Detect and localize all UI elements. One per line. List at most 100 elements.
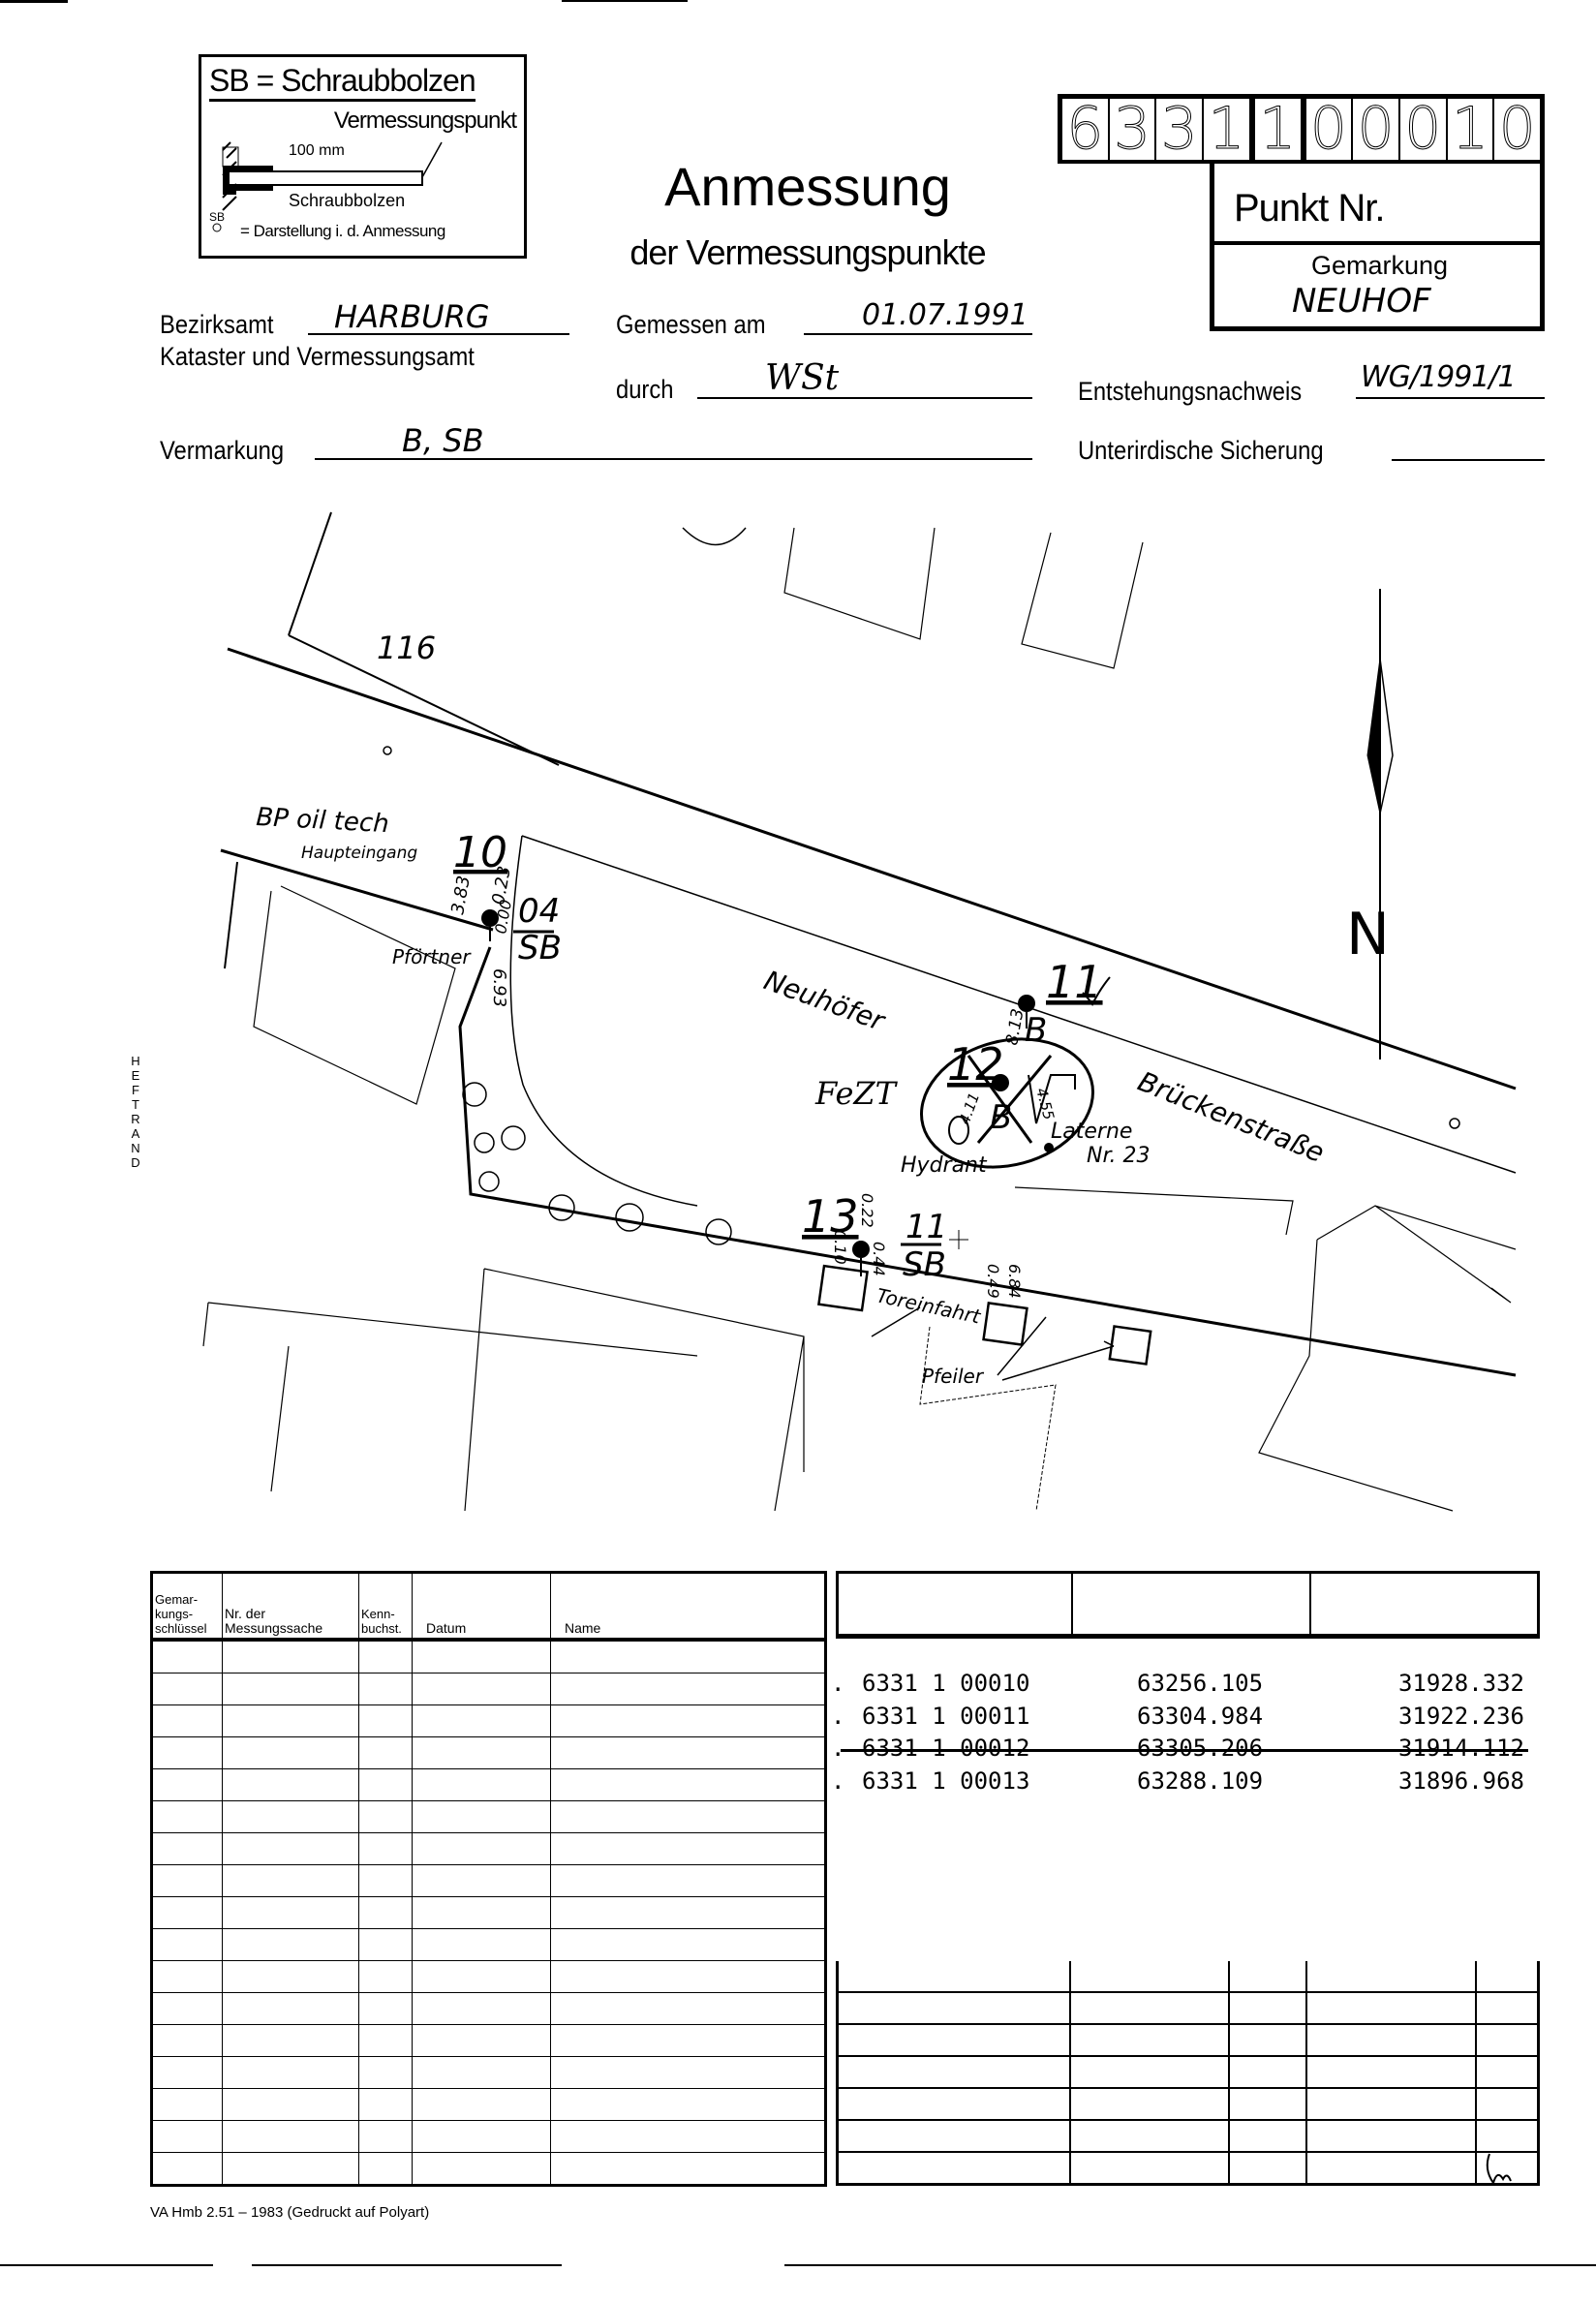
label-point-12: 12: [947, 1038, 1004, 1090]
table-cell: [358, 1832, 413, 1865]
entstehung-label: Entstehungsnachweis: [1078, 377, 1303, 406]
table-row: [151, 1832, 826, 1865]
table-cell: [151, 1896, 223, 1929]
grid-row: [836, 2087, 1540, 2121]
street-brueckenstrasse: Brückenstraße: [1133, 1065, 1329, 1169]
entstehung-value: WG/1991/1: [1361, 360, 1517, 394]
table-cell: [151, 2152, 223, 2186]
measurement-history-table: Gemar-kungs-schlüssel Nr. der Messungssa…: [150, 1571, 827, 2187]
table-cell: [358, 1928, 413, 1961]
bolt-diagram-icon: [212, 141, 443, 232]
table-cell: [550, 1704, 826, 1737]
table-cell: [412, 1800, 551, 1833]
point-id: 6331 1 00010: [862, 1670, 1030, 1697]
label-0-22: 0.22: [858, 1193, 876, 1228]
north-label: N: [1346, 901, 1390, 968]
table-cell: [358, 2056, 413, 2089]
page-title: Anmessung: [664, 156, 951, 217]
coordinate-grid: [836, 1961, 1540, 2186]
grid-cell: [836, 1991, 1071, 2025]
legend-point-label: Vermessungspunkt: [333, 107, 517, 134]
table-row: [151, 2152, 826, 2186]
table-cell: [358, 1800, 413, 1833]
table-cell: [358, 2088, 413, 2121]
table-cell: [222, 2056, 359, 2089]
grid-cell: [836, 1961, 1071, 1993]
digit: 0: [1306, 99, 1354, 160]
punkt-label: Punkt Nr.: [1234, 187, 1386, 230]
table-cell: [151, 1768, 223, 1801]
grid-cell: [1474, 2087, 1540, 2121]
table-cell: [222, 1928, 359, 1961]
label-6-93: 6.93: [489, 968, 509, 1007]
digit: 3: [1110, 99, 1157, 160]
table-cell: [550, 1928, 826, 1961]
table-cell: [222, 1639, 359, 1674]
table-cell: [412, 1928, 551, 1961]
table-cell: [412, 1673, 551, 1705]
coord-y: 31928.332: [1397, 1670, 1524, 1697]
label-pfeiler: Pfeiler: [922, 1365, 985, 1388]
table-cell: [151, 1864, 223, 1897]
table-row: [151, 1960, 826, 1993]
table-cell: [550, 1832, 826, 1865]
table-cell: [222, 2120, 359, 2153]
table-row: [151, 1800, 826, 1833]
col-gemarkungsschluessel: Gemar-kungs-schlüssel: [151, 1572, 223, 1642]
label-toreinfahrt: Toreinfahrt: [875, 1283, 984, 1328]
grid-cell: [1068, 1961, 1230, 1993]
digit: 0: [1353, 99, 1400, 160]
label-pfoertner: Pförtner: [392, 945, 472, 968]
grid-row: [836, 1961, 1540, 1993]
digit: 1: [1204, 99, 1255, 160]
label-entrance: Haupteingang: [301, 844, 417, 863]
grid-cell: [1304, 2087, 1477, 2121]
table-cell: [412, 2056, 551, 2089]
table-cell: [222, 1736, 359, 1769]
gemarkung-label: Gemarkung: [1310, 251, 1449, 280]
label-b-12: B: [990, 1098, 1012, 1137]
grid-cell: [1304, 2023, 1477, 2057]
table-cell: [550, 1800, 826, 1833]
grid-cell: [1068, 1991, 1230, 2025]
grid-cell: [1304, 1961, 1477, 1993]
grid-cell: [1304, 1991, 1477, 2025]
grid-cell: [1227, 1991, 1307, 2025]
street-neuhoefer: Neuhöfer: [760, 965, 890, 1038]
grid-row: [836, 2023, 1540, 2057]
digit: 0: [1400, 99, 1448, 160]
table-cell: [550, 2120, 826, 2153]
coord-y: 31914.112: [1397, 1735, 1524, 1762]
table-cell: [222, 1768, 359, 1801]
table-cell: [550, 2024, 826, 2057]
col-kennbuchstabe: Kenn-buchst.: [358, 1572, 413, 1642]
coord-x: 63305.206: [1137, 1735, 1264, 1762]
table-cell: [412, 1704, 551, 1737]
table-row: [151, 1673, 826, 1705]
point-id: 6331 1 00012: [862, 1735, 1030, 1762]
label-laterne: Laterne: [1051, 1120, 1132, 1144]
legend-title: SB = Schraubbolzen: [209, 63, 476, 102]
coord-y: 31896.968: [1397, 1766, 1524, 1795]
gemarkung-value: NEUHOF: [1292, 282, 1431, 321]
grid-cell: [836, 2151, 1071, 2186]
grid-cell: [1474, 2055, 1540, 2089]
label-0-49: 0.49: [984, 1264, 1002, 1299]
bezirksamt-label: Bezirksamt: [160, 310, 274, 339]
table-cell: [550, 2152, 826, 2186]
label-point-11-sb: 11: [905, 1208, 947, 1246]
table-cell: [222, 1704, 359, 1737]
table-cell: [412, 1896, 551, 1929]
point-number-box: 6 3 3 1 1 0 0 0 1 0: [1058, 94, 1545, 164]
label-b-11: B: [1025, 1011, 1047, 1050]
coord-y: 31922.236: [1397, 1702, 1524, 1730]
table-row: [151, 2120, 826, 2153]
table-cell: [550, 1960, 826, 1993]
label-point-11: 11: [1046, 956, 1103, 1008]
table-row: [151, 2024, 826, 2057]
grid-row: [836, 1991, 1540, 2025]
label-hydrant: Hydrant: [901, 1153, 988, 1178]
grid-cell: [1474, 1961, 1540, 1993]
table-cell: [412, 2152, 551, 2186]
